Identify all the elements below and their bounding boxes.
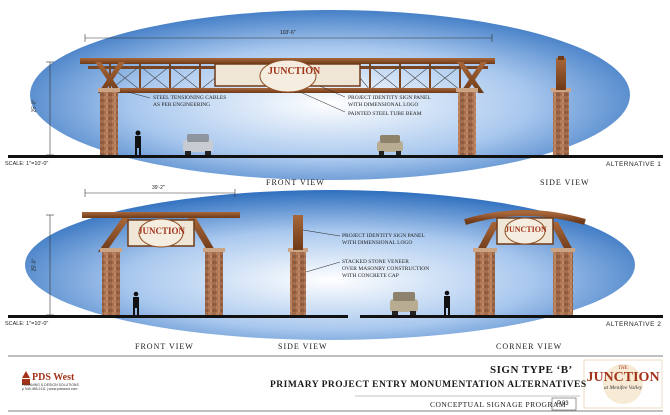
note-cables: STEEL TENSIONING CABLES AS PER ENGINEERI… bbox=[153, 95, 226, 109]
stone-pillar-right-2 bbox=[205, 250, 223, 315]
side-view-pillar-2 bbox=[290, 250, 306, 315]
gateway-beam-corner bbox=[464, 210, 586, 225]
badge-the: THE bbox=[618, 366, 628, 371]
stone-pillar-left-1 bbox=[100, 90, 118, 155]
note-stone: STACKED STONE VENEER OVER MASONRY CONSTR… bbox=[342, 259, 429, 280]
firm-tagline: PLANNING & DESIGN SOLUTIONS bbox=[22, 383, 79, 387]
alternative-1-label: ALTERNATIVE 1 bbox=[606, 161, 662, 168]
note-stone-line-3: WITH CONCRETE CAP bbox=[342, 273, 399, 279]
note-panel-1: PROJECT IDENTITY SIGN PANEL WITH DIMENSI… bbox=[348, 95, 431, 109]
scale-1: SCALE: 1"=10'-0" bbox=[5, 161, 49, 167]
alternative-1-drawing bbox=[8, 10, 663, 180]
dimension-width-1: 103'-6" bbox=[280, 30, 296, 36]
page-box bbox=[551, 397, 577, 411]
note-panel-1-line-2: WITH DIMENSIONAL LOGO bbox=[348, 102, 419, 108]
note-cables-line-2: AS PER ENGINEERING bbox=[153, 102, 211, 108]
car-front bbox=[183, 134, 213, 155]
corner-view-label-2: CORNER VIEW bbox=[496, 342, 563, 351]
note-panel-2-line-1: PROJECT IDENTITY SIGN PANEL bbox=[342, 233, 425, 239]
car-side-view bbox=[390, 292, 418, 315]
side-view-pillar-1 bbox=[553, 90, 569, 155]
firm-name: PDS West bbox=[32, 372, 75, 383]
person-silhouette bbox=[135, 130, 141, 155]
note-panel-1-line-1: PROJECT IDENTITY SIGN PANEL bbox=[348, 95, 431, 101]
sign-logo-2-name: JUNCTION bbox=[138, 226, 186, 236]
sign-logo-corner: JUNCTION bbox=[505, 225, 547, 234]
firm-logo: PDS West PLANNING & DESIGN SOLUTIONS p 9… bbox=[22, 372, 79, 391]
stone-pillar-left-2 bbox=[102, 250, 120, 315]
note-panel-2-line-2: WITH DIMENSIONAL LOGO bbox=[342, 240, 413, 246]
sign-logo-1: JUNCTION bbox=[268, 66, 321, 77]
alternative-2-drawing bbox=[8, 189, 663, 340]
ground-line-1 bbox=[8, 155, 663, 158]
badge-sub: at Menifee Valley bbox=[603, 385, 643, 391]
sheet-subtitle: PRIMARY PROJECT ENTRY MONUMENTATION ALTE… bbox=[270, 380, 587, 390]
dimension-height-1: 25'-0" bbox=[31, 99, 38, 113]
sign-type-title: SIGN TYPE ‘B’ bbox=[490, 364, 573, 376]
car-rear bbox=[377, 135, 403, 155]
sign-logo-2: JUNCTION bbox=[138, 226, 186, 236]
note-beam: PAINTED STEEL TUBE BEAM bbox=[348, 111, 422, 117]
page-number: P.03 bbox=[557, 401, 569, 407]
note-stone-line-1: STACKED STONE VENEER bbox=[342, 259, 409, 265]
dimension-width-2: 39'-2" bbox=[152, 185, 165, 191]
ground-line-2b bbox=[360, 315, 663, 318]
dimension-height-2: 25'-0" bbox=[31, 258, 38, 272]
sky-backdrop-1 bbox=[30, 10, 630, 180]
stone-pillar-right-1 bbox=[458, 90, 476, 155]
gateway-beam-front bbox=[82, 212, 240, 218]
program-label: CONCEPTUAL SIGNAGE PROGRAM bbox=[430, 400, 567, 409]
note-stone-line-2: OVER MASONRY CONSTRUCTION bbox=[342, 266, 430, 272]
stone-pillar-right-corner bbox=[553, 250, 573, 315]
side-view-label-2: SIDE VIEW bbox=[278, 342, 328, 351]
sign-logo-corner-name: JUNCTION bbox=[505, 225, 547, 234]
front-view-label-1: FRONT VIEW bbox=[266, 178, 325, 187]
sign-logo-1-name: JUNCTION bbox=[268, 66, 321, 77]
note-panel-2: PROJECT IDENTITY SIGN PANEL WITH DIMENSI… bbox=[342, 233, 425, 247]
ground-line-2a bbox=[8, 315, 348, 318]
badge-name: JUNCTION bbox=[586, 370, 660, 385]
junction-badge-logo: THE JUNCTION at Menifee Valley bbox=[586, 366, 660, 391]
scale-2: SCALE: 1"=10'-0" bbox=[5, 321, 49, 327]
side-view-label-1: SIDE VIEW bbox=[540, 178, 590, 187]
front-view-label-2: FRONT VIEW bbox=[135, 342, 194, 351]
firm-contact: p 949.485.2111 | www.pdswest.com bbox=[22, 387, 78, 391]
note-cables-line-1: STEEL TENSIONING CABLES bbox=[153, 95, 227, 101]
stone-pillar-left-corner bbox=[475, 250, 495, 315]
alternative-2-label: ALTERNATIVE 2 bbox=[606, 321, 662, 328]
